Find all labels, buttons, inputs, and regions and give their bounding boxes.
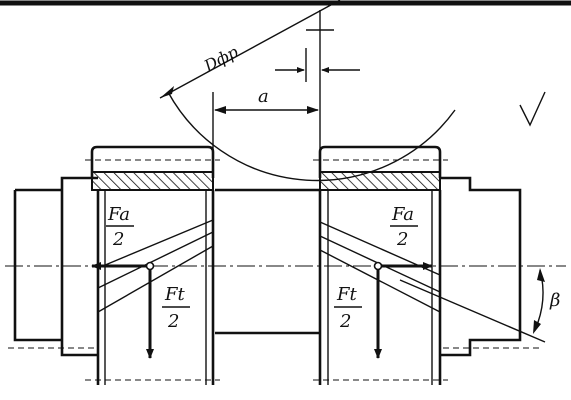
surface-finish-mark — [519, 91, 546, 127]
svg-text:Ft: Ft — [164, 284, 185, 305]
right-tangential-force-label: Ft 2 — [334, 284, 362, 332]
beta-arrow-bottom — [533, 320, 541, 334]
svg-text:2: 2 — [167, 311, 179, 332]
svg-text:Fa: Fa — [391, 204, 414, 225]
svg-text:Fa: Fa — [107, 204, 130, 225]
svg-text:2: 2 — [112, 229, 124, 250]
svg-text:2: 2 — [339, 311, 351, 332]
diameter-leader-line — [159, 0, 341, 99]
right-axial-force-label: Fa 2 — [390, 204, 418, 250]
offset-label: a — [258, 86, 269, 107]
svg-text:2: 2 — [396, 229, 408, 250]
svg-text:Ft: Ft — [336, 284, 357, 305]
left-axial-force-label: Fa 2 — [106, 204, 134, 250]
dimension-a-arrow-right — [307, 106, 319, 114]
pitch-diameter-label: Dфр — [200, 42, 241, 76]
left-gear — [90, 145, 215, 385]
angle-label: β — [549, 290, 560, 311]
right-force-arrows — [373, 261, 433, 359]
right-gear — [318, 145, 546, 385]
diameter-arrow-head — [160, 86, 174, 98]
pitch-circle-arc — [167, 91, 456, 182]
dimension-a-arrow-left — [214, 106, 226, 114]
left-force-arrows — [91, 261, 155, 359]
left-tangential-force-label: Ft 2 — [162, 284, 190, 332]
beta-arrow-top — [537, 268, 545, 282]
